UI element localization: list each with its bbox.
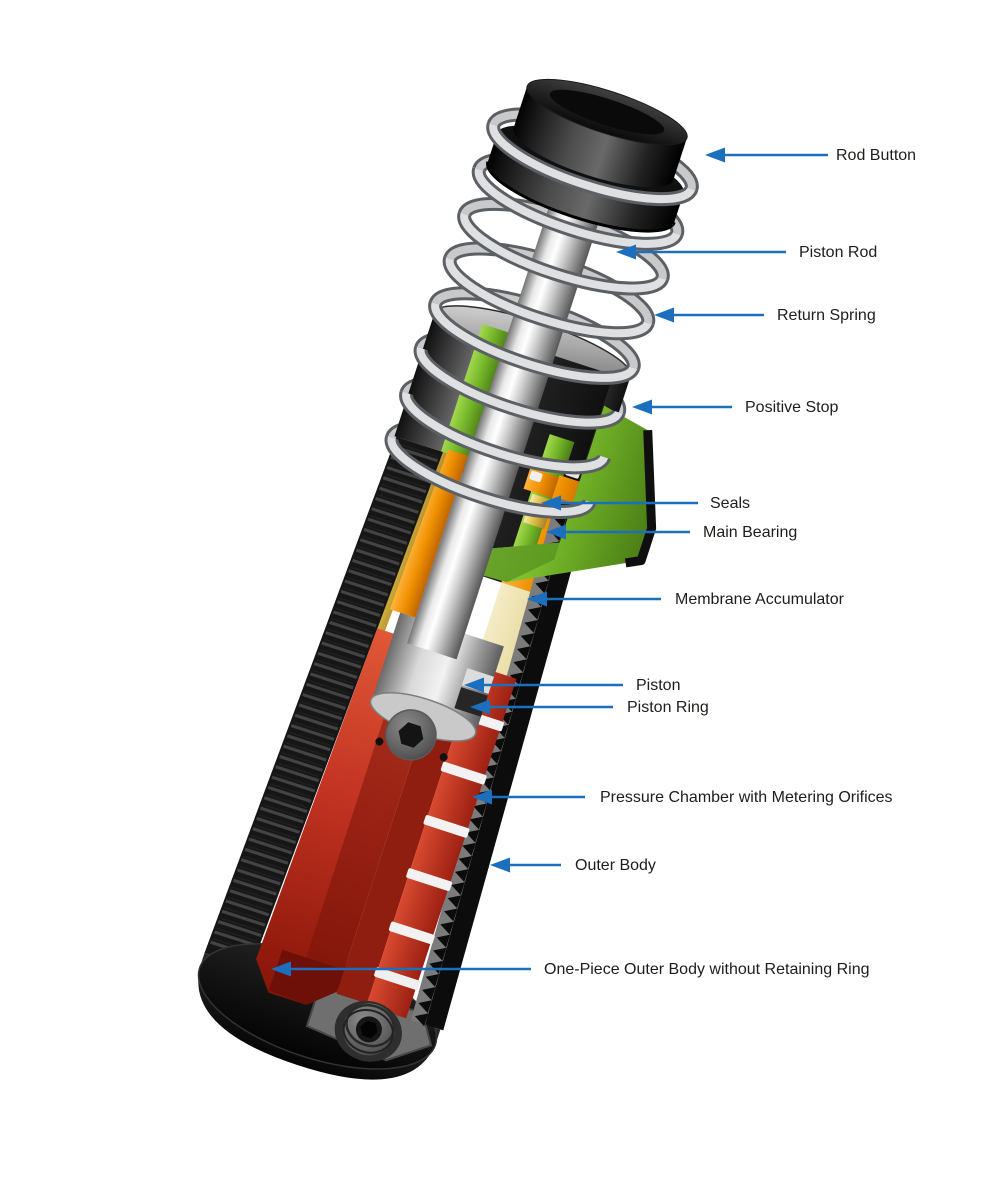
- callout-main-bearing: Main Bearing: [546, 524, 797, 541]
- set-screw: [334, 1000, 402, 1062]
- callout-one-piece-outer-body: One-Piece Outer Body without Retaining R…: [271, 961, 870, 978]
- shock-absorber: [197, 78, 699, 1080]
- callout-piston: Piston: [464, 677, 680, 694]
- label-seals: Seals: [710, 495, 750, 512]
- label-positive-stop: Positive Stop: [745, 399, 838, 416]
- label-rod-button: Rod Button: [836, 147, 916, 164]
- callout-outer-body: Outer Body: [490, 857, 656, 874]
- label-main-bearing: Main Bearing: [703, 524, 797, 541]
- label-piston-rod: Piston Rod: [799, 244, 877, 261]
- label-piston-ring: Piston Ring: [627, 699, 709, 716]
- callout-return-spring: Return Spring: [654, 307, 876, 324]
- label-piston: Piston: [636, 677, 680, 694]
- callouts: Rod Button Piston Rod Return Spring Posi…: [271, 147, 916, 978]
- label-membrane-accumulator: Membrane Accumulator: [675, 591, 845, 608]
- piston-assembly: [369, 612, 504, 762]
- label-one-piece-outer-body: One-Piece Outer Body without Retaining R…: [544, 961, 870, 978]
- callout-pressure-chamber: Pressure Chamber with Metering Orifices: [472, 789, 893, 806]
- callout-positive-stop: Positive Stop: [632, 399, 838, 416]
- return-spring-front-coils: [384, 122, 699, 520]
- callout-rod-button: Rod Button: [705, 147, 916, 164]
- callout-membrane-accumulator: Membrane Accumulator: [527, 591, 845, 608]
- outer-body-threads: [204, 436, 443, 968]
- callout-piston-ring: Piston Ring: [470, 699, 709, 716]
- label-outer-body: Outer Body: [575, 857, 656, 874]
- hex-socket: [398, 722, 424, 748]
- label-return-spring: Return Spring: [777, 307, 876, 324]
- callout-piston-rod: Piston Rod: [616, 244, 877, 261]
- metering-orifices: [374, 708, 504, 990]
- label-pressure-chamber: Pressure Chamber with Metering Orifices: [600, 789, 893, 806]
- callout-seals: Seals: [541, 495, 750, 512]
